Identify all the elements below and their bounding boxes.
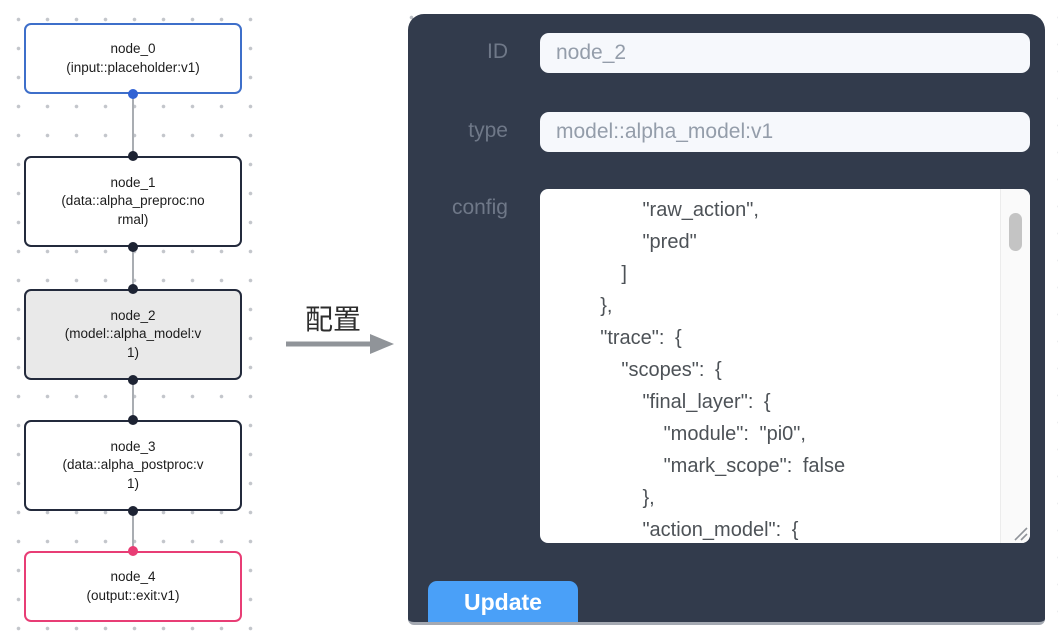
config-annotation-label: 配置 (304, 304, 361, 335)
node-name: node_3 (110, 438, 156, 454)
config-scrollbar-track[interactable] (1000, 189, 1030, 543)
handle-node3-out[interactable] (128, 506, 138, 516)
node-type: (output::exit:v1) (86, 587, 180, 603)
id-input[interactable] (540, 33, 1030, 73)
update-button[interactable]: Update (428, 581, 578, 622)
config-json-text: "raw_action", "pred" ] }, "trace": { "sc… (600, 199, 846, 541)
edge-node3-node4 (132, 511, 134, 551)
flow-canvas[interactable]: node_0 (input::placeholder:v1) node_1 (d… (0, 0, 272, 643)
id-field-label: ID (487, 40, 508, 63)
config-field-label: config (451, 196, 508, 219)
node-name: node_0 (110, 41, 156, 56)
flow-node-node_0[interactable]: node_0 (input::placeholder:v1) (24, 23, 242, 94)
type-field-label: type (468, 119, 508, 142)
update-button-label: Update (464, 589, 542, 615)
flow-node-node_3[interactable]: node_3 (data::alpha_postproc:v1) (24, 420, 242, 511)
node-type: (data::alpha_preproc:normal) (61, 193, 205, 227)
edge-node0-node1 (132, 94, 134, 156)
edge-node2-node3 (132, 380, 134, 420)
handle-node1-out[interactable] (128, 242, 138, 252)
type-input[interactable] (540, 112, 1030, 152)
flow-node-node_4[interactable]: node_4 (output::exit:v1) (24, 551, 242, 622)
flow-node-node_2[interactable]: node_2 (model::alpha_model:v1) (24, 289, 242, 380)
handle-node2-in[interactable] (128, 284, 138, 294)
edge-node1-node2 (132, 247, 134, 289)
handle-node1-in[interactable] (128, 151, 138, 161)
node-type: (model::alpha_model:v1) (64, 326, 202, 360)
handle-node0-out[interactable] (128, 89, 138, 99)
node-config-panel: ID type config "raw_action", "pred" ] },… (408, 14, 1045, 625)
config-scrollbar-thumb[interactable] (1009, 213, 1022, 251)
node-name: node_2 (110, 307, 156, 323)
node-name: node_4 (110, 569, 156, 584)
handle-node4-in[interactable] (128, 546, 138, 556)
right-arrow-icon (286, 334, 394, 354)
node-type: (input::placeholder:v1) (66, 59, 200, 75)
handle-node2-out[interactable] (128, 375, 138, 385)
config-textarea[interactable]: "raw_action", "pred" ] }, "trace": { "sc… (540, 189, 1030, 543)
handle-node3-in[interactable] (128, 415, 138, 425)
node-type: (data::alpha_postproc:v1) (62, 457, 204, 491)
node-name: node_1 (110, 174, 156, 190)
resize-handle-icon[interactable] (1012, 525, 1028, 541)
flow-node-node_1[interactable]: node_1 (data::alpha_preproc:normal) (24, 156, 242, 247)
